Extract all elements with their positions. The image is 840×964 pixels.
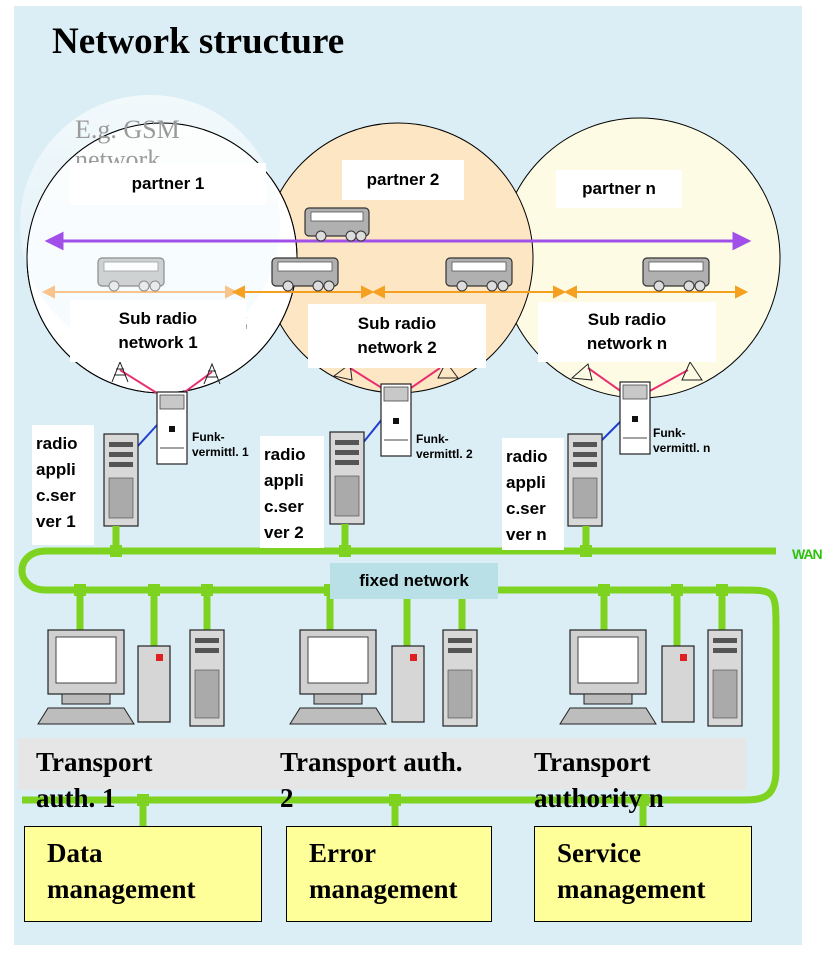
fixed-network-label: fixed network [330, 563, 498, 599]
wan-label: WAN [792, 546, 823, 562]
workstation-icon [559, 629, 657, 725]
server-tower-icon [567, 433, 603, 527]
server-tower-icon [189, 629, 225, 727]
transport-authority-1: Transport auth. 1 [36, 747, 153, 813]
antenna-icon [111, 360, 703, 385]
transport-authority-n: Transport authority n [534, 747, 664, 813]
page-title: Network structure [52, 21, 345, 62]
switch-device-icon [380, 383, 412, 457]
bus-icon [271, 257, 339, 292]
error-management-box: Error management [286, 826, 492, 922]
transport-band [18, 738, 746, 790]
switch-label-n: Funk- vermittl. n [653, 426, 711, 455]
radio-application-server-2: radio appli c.ser ver 2 [260, 436, 324, 548]
sub-radio-network-2: Sub radio network 2 [308, 304, 486, 368]
switch-device-icon [156, 391, 188, 465]
transport-authority-2: Transport auth. 2 [280, 747, 463, 813]
server-tower-icon [103, 433, 139, 527]
pc-tower-icon [661, 645, 695, 723]
bus-icon [97, 257, 165, 292]
partner-label-1: partner 1 [70, 163, 266, 205]
server-tower-icon [442, 629, 478, 727]
pc-tower-icon [391, 645, 425, 723]
partner-label-2: partner 2 [342, 160, 464, 200]
switch-device-icon [619, 381, 651, 455]
pc-tower-icon [137, 645, 171, 723]
local-link-arrows [41, 285, 749, 299]
sub-radio-network-n: Sub radio network n [538, 302, 716, 362]
workstation-icon [37, 629, 135, 725]
bus-icon [642, 257, 710, 292]
switch-label-2: Funk- vermittl. 2 [416, 432, 473, 461]
gsm-network-label: E.g. GSM network [75, 115, 180, 174]
sub-radio-network-1: Sub radio network 1 [70, 300, 246, 362]
switch-label-1: Funk- vermittl. 1 [192, 430, 249, 459]
bus-icon [304, 207, 370, 242]
radio-application-server-1: radio appli c.ser ver 1 [32, 425, 94, 545]
data-management-box: Data management [24, 826, 262, 922]
radio-application-server-n: radio appli c.ser ver n [502, 438, 564, 550]
workstation-icon [289, 629, 387, 725]
gsm-network-overlay [20, 95, 280, 355]
server-tower-icon [707, 629, 743, 727]
partner-label-n: partner n [556, 170, 682, 208]
partner-link-arrow [44, 231, 752, 251]
bus-icon [445, 257, 513, 292]
service-management-box: Service management [534, 826, 752, 922]
server-tower-icon [329, 431, 365, 525]
